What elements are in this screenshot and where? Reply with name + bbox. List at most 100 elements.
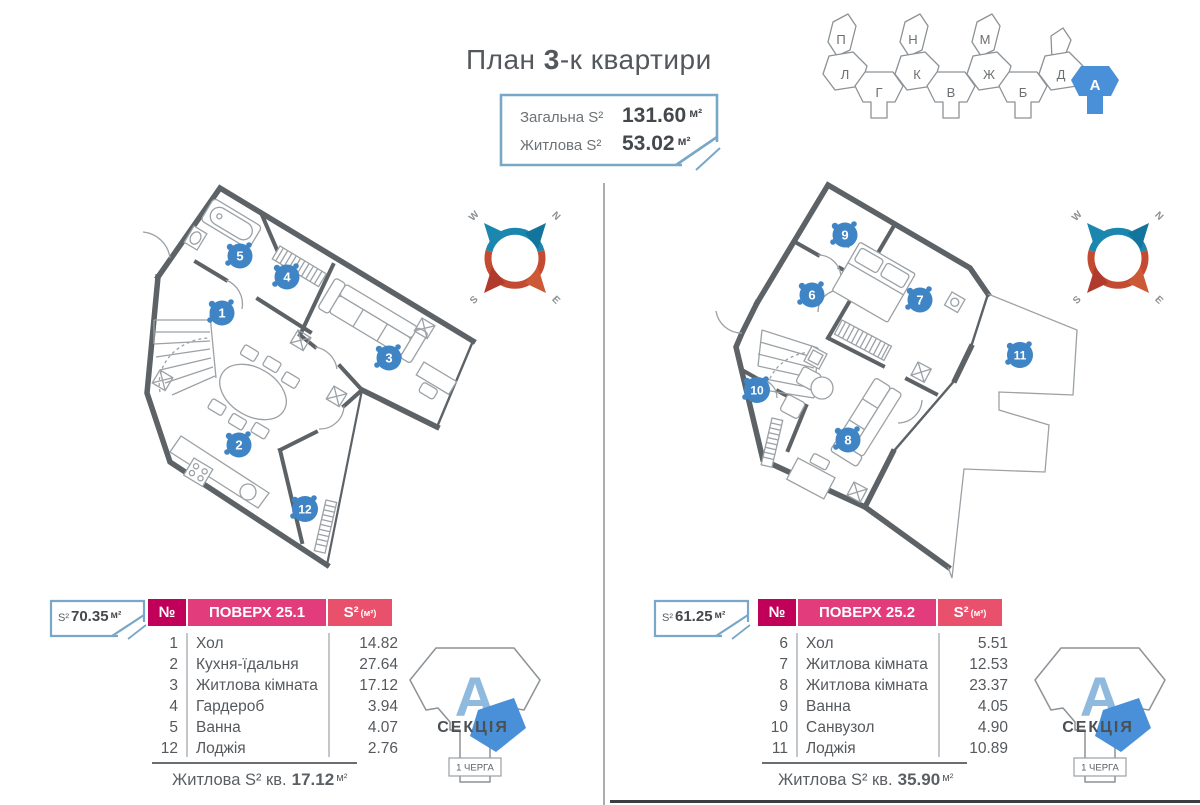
- row-area: 14.82: [359, 634, 398, 652]
- compass-rose: W N S E: [1070, 209, 1165, 307]
- chain-section-letter: П: [836, 32, 845, 47]
- compass-south-label: S: [468, 294, 481, 307]
- row-num: 3: [169, 676, 178, 694]
- room-marker-number: 8: [844, 433, 851, 448]
- wardrobe-unit: [833, 319, 893, 362]
- header-area: S²(м²): [328, 599, 392, 626]
- room-marker: 6: [797, 281, 825, 308]
- row-area: 23.37: [969, 676, 1008, 694]
- compass-south-label: S: [1071, 294, 1084, 307]
- compass-rose: W N S E: [467, 209, 562, 307]
- row-num: 11: [771, 739, 788, 757]
- row-area: 4.07: [367, 718, 398, 736]
- sofa: [318, 278, 428, 363]
- row-name: Житлова кімната: [806, 676, 928, 694]
- side-table: [803, 345, 828, 370]
- badge-area-symbol: S²: [58, 612, 69, 624]
- room-marker: 2: [224, 431, 252, 458]
- row-name: Ванна: [806, 697, 851, 715]
- room-marker: 1: [207, 299, 235, 326]
- footer-rule: [152, 762, 357, 764]
- header-area-symbol: S²: [343, 604, 359, 621]
- dining-table: [207, 344, 301, 440]
- room-marker-number: 11: [1014, 349, 1027, 363]
- room-marker: 10: [742, 376, 770, 403]
- kitchen-counter: [169, 435, 270, 509]
- row-area: 12.53: [969, 655, 1008, 673]
- section-a-highlight: [1071, 66, 1119, 114]
- bathroom-sink: [183, 225, 208, 251]
- chain-section-letter: М: [980, 32, 991, 47]
- title-prefix: План: [466, 44, 544, 75]
- floor-plan-left: 1 2 3 4 5 12: [142, 184, 477, 569]
- loggia-outline: [947, 293, 1078, 579]
- center-divider: [603, 183, 605, 805]
- room-marker: 4: [272, 263, 300, 290]
- badge-area-value: 61.25: [675, 608, 713, 625]
- footer-rule: [762, 762, 967, 764]
- unit-table-header-right: № ПОВЕРХ 25.2 S²(м²): [758, 599, 1002, 626]
- desk: [785, 453, 836, 500]
- row-name: Хол: [806, 634, 834, 652]
- chain-section-letter: В: [947, 85, 956, 100]
- summary-area-box: Загальна S² 131.60 м² Житлова S² 53.02 м…: [498, 92, 722, 172]
- room-marker: 12: [290, 495, 318, 522]
- bottom-rule: [610, 800, 1200, 803]
- nightstand: [943, 291, 966, 314]
- chain-section-letter: Д: [1057, 67, 1066, 82]
- bed: [832, 242, 916, 323]
- header-area-symbol: S²: [953, 604, 969, 621]
- summary-total-value: 131.60: [622, 104, 687, 127]
- room-marker-number: 9: [841, 228, 848, 243]
- row-num: 5: [169, 718, 178, 736]
- armchair: [779, 394, 806, 419]
- room-marker-number: 4: [283, 270, 291, 285]
- row-area: 2.76: [367, 739, 398, 757]
- room-marker-number: 1: [218, 306, 225, 321]
- compass-west-label: W: [1070, 209, 1085, 224]
- radiator: [760, 417, 784, 469]
- header-area: S²(м²): [938, 599, 1002, 626]
- row-num: 12: [160, 739, 178, 757]
- row-name: Хол: [196, 634, 224, 652]
- room-marker-number: 5: [236, 249, 243, 264]
- row-area: 27.64: [359, 655, 398, 673]
- door-arcs: [142, 231, 345, 430]
- desk: [415, 361, 458, 400]
- section-badge: А СЕКЦІЯ 1 ЧЕРГА: [409, 647, 541, 783]
- badge-area-unit: м²: [714, 610, 726, 621]
- room-marker: 3: [374, 344, 402, 371]
- summary-row-total: Загальна S² 131.60 м²: [520, 104, 702, 128]
- compass-east-label: E: [549, 294, 562, 307]
- row-num: 2: [169, 655, 178, 673]
- unit-table-header-left: № ПОВЕРХ 25.1 S²(м²): [148, 599, 392, 626]
- section-label: СЕКЦІЯ: [1062, 719, 1134, 736]
- chain-section-letter: Г: [875, 85, 882, 100]
- row-num: 10: [770, 718, 788, 736]
- header-area-unit: (м²): [360, 607, 377, 618]
- badge-area-symbol: S²: [662, 612, 673, 624]
- room-marker: 8: [833, 426, 861, 453]
- phase-label: 1 ЧЕРГА: [456, 763, 494, 774]
- header-num: №: [758, 599, 796, 626]
- room-marker: 11: [1005, 341, 1033, 368]
- room-marker-number: 12: [298, 503, 312, 517]
- phase-label: 1 ЧЕРГА: [1081, 763, 1119, 774]
- row-name: Кухня-їдальня: [196, 655, 299, 673]
- header-floor: ПОВЕРХ 25.2: [798, 599, 936, 626]
- chain-section-letter: Л: [841, 67, 850, 82]
- row-area: 4.05: [977, 697, 1008, 715]
